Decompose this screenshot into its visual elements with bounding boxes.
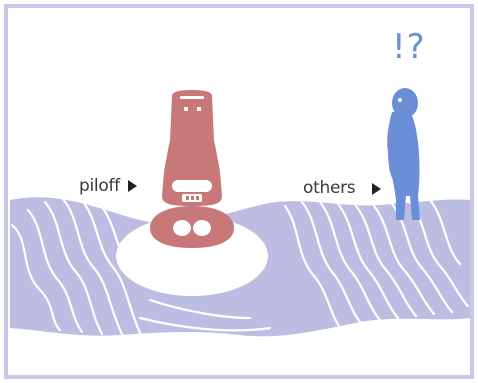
piloff-belt-marks	[186, 196, 199, 200]
arrow-right-icon	[372, 183, 381, 195]
others-label: others	[303, 180, 355, 197]
exclaim-mark: !?	[392, 30, 426, 64]
others-eye	[398, 98, 402, 102]
piloff-figure	[150, 90, 234, 248]
piloff-label: piloff	[79, 178, 120, 195]
arrow-right-icon	[128, 180, 137, 192]
others-figure	[387, 88, 420, 220]
